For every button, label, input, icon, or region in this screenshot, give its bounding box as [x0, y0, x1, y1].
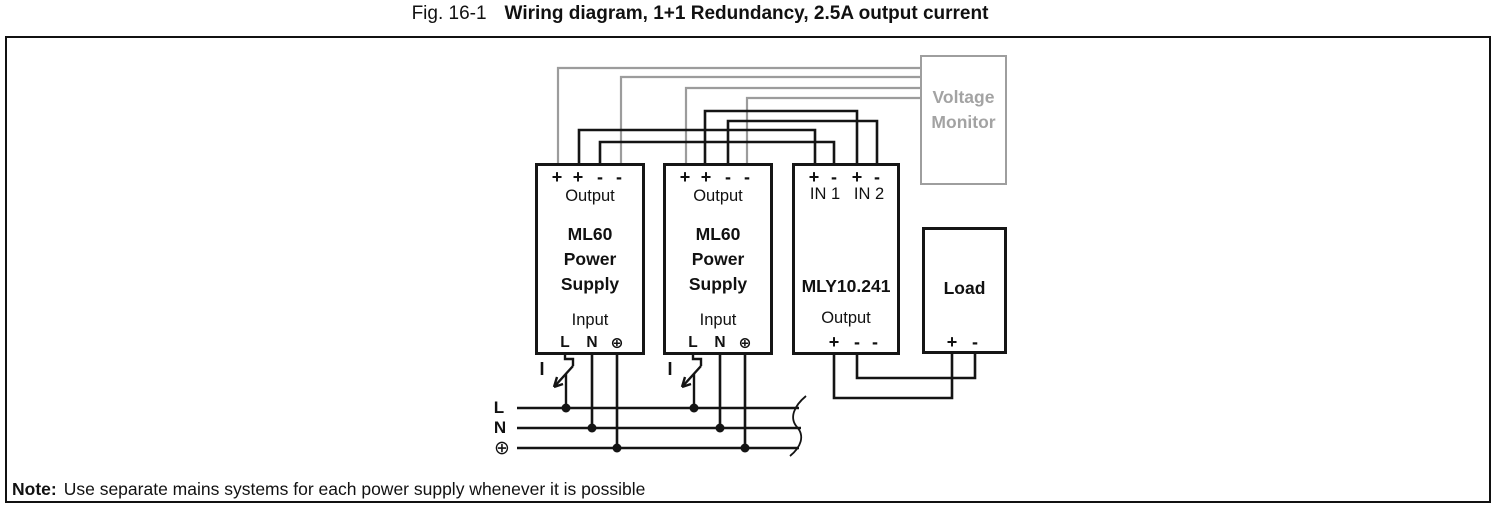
terminal-plus: + [551, 167, 563, 187]
junction-dot [740, 443, 750, 453]
input-switch-icon [552, 354, 575, 408]
switch-blade [681, 365, 702, 388]
rail-label-neutral: N [493, 418, 507, 437]
earth-icon: ⊕ [610, 335, 624, 352]
switch-label: I [539, 359, 545, 379]
psu-to-module-wires [577, 109, 879, 164]
diagram-border [5, 36, 1491, 503]
junction-dot [612, 443, 622, 453]
psu-name-line: Supply [688, 274, 748, 294]
junction-dot [561, 403, 571, 413]
sense-wire-psu2-plus [684, 86, 922, 164]
terminal-plus: + [808, 167, 820, 187]
psu-name-line: Supply [560, 274, 620, 294]
wire-psu2-minus-to-in2 [726, 119, 879, 164]
input2-label: IN 2 [853, 185, 885, 203]
module-output-wires [832, 352, 977, 400]
terminal-line: L [688, 334, 698, 351]
wire-output-plus-to-load [832, 352, 954, 400]
terminal-neutral: N [586, 334, 598, 351]
load-name: Load [943, 278, 986, 298]
figure-note: Note: Use separate mains systems for each… [12, 479, 645, 500]
rail-label-line: L [493, 398, 505, 417]
input-label: Input [699, 311, 737, 329]
terminal-plus: + [700, 167, 712, 187]
module-name: MLY10.241 [801, 276, 891, 296]
terminal-minus: - [872, 332, 878, 352]
sense-wire-psu1-plus [556, 66, 922, 164]
switch-arrow [680, 376, 692, 389]
psu-name-line: Power [563, 249, 617, 269]
input-label: Input [571, 311, 609, 329]
output-label: Output [821, 309, 871, 327]
terminal-minus: - [972, 332, 978, 352]
input1-label: IN 1 [809, 185, 841, 203]
psu-name-line: ML60 [695, 224, 741, 244]
input-switch-icon [680, 354, 703, 408]
terminal-plus: + [851, 167, 863, 187]
terminal-minus: - [831, 167, 837, 187]
terminal-minus: - [874, 167, 880, 187]
figure-title-text: Wiring diagram, 1+1 Redundancy, 2.5A out… [504, 3, 989, 24]
wire-psu2-plus-to-in2 [703, 109, 859, 164]
switch-fixed-contact [691, 354, 703, 366]
wire-psu1-minus-to-in1 [598, 140, 836, 164]
power-supply-2-box: + + - - Output ML60 Power Supply Input L… [663, 163, 773, 355]
psu-name: ML60 Power Supply [538, 222, 642, 297]
monitor-sense-wires [556, 66, 922, 164]
mains-break-icon [789, 395, 807, 457]
terminal-neutral: N [714, 334, 726, 351]
switch-arrow [552, 376, 564, 389]
redundancy-module-box: + - + - IN 1 IN 2 MLY10.241 Output + - - [792, 163, 900, 355]
terminal-minus: - [597, 167, 603, 187]
voltage-monitor-box: Voltage Monitor [920, 55, 1007, 185]
psu-name-line: Power [691, 249, 745, 269]
load-box: Load + - [922, 227, 1007, 354]
junction-dot [689, 403, 699, 413]
figure-number: Fig. 16-1 [411, 3, 487, 24]
wire-psu1-plus-to-in1 [577, 128, 817, 164]
terminal-minus: - [616, 167, 622, 187]
junction-dot [715, 423, 725, 433]
terminal-plus: + [828, 332, 840, 352]
power-supply-1-box: + + - - Output ML60 Power Supply Input L… [535, 163, 645, 355]
terminal-minus: - [744, 167, 750, 187]
figure-title: Fig. 16-1 Wiring diagram, 1+1 Redundancy,… [0, 3, 1400, 25]
terminal-plus: + [946, 332, 958, 352]
psu-name-line: ML60 [567, 224, 613, 244]
psu-name: ML60 Power Supply [666, 222, 770, 297]
output-label: Output [693, 187, 743, 205]
output-label: Output [565, 187, 615, 205]
switch-fixed-contact [563, 354, 575, 366]
voltage-monitor-line: Voltage [932, 87, 995, 107]
junction-dots [561, 403, 750, 453]
note-text: Use separate mains systems for each powe… [63, 479, 646, 499]
voltage-monitor-name: Voltage Monitor [922, 85, 1005, 135]
terminal-minus: - [854, 332, 860, 352]
earth-icon: ⊕ [494, 438, 510, 459]
switch-label: I [667, 359, 673, 379]
earth-icon: ⊕ [738, 335, 752, 352]
terminal-plus: + [572, 167, 584, 187]
terminal-minus: - [725, 167, 731, 187]
terminal-plus: + [679, 167, 691, 187]
voltage-monitor-line: Monitor [931, 112, 996, 132]
mains-wiring [517, 354, 801, 450]
note-label: Note: [12, 479, 57, 499]
sense-wire-psu1-minus [619, 75, 922, 164]
junction-dot [587, 423, 597, 433]
switch-blade [553, 365, 574, 388]
terminal-line: L [560, 334, 570, 351]
wire-output-minus-to-load [855, 352, 977, 380]
